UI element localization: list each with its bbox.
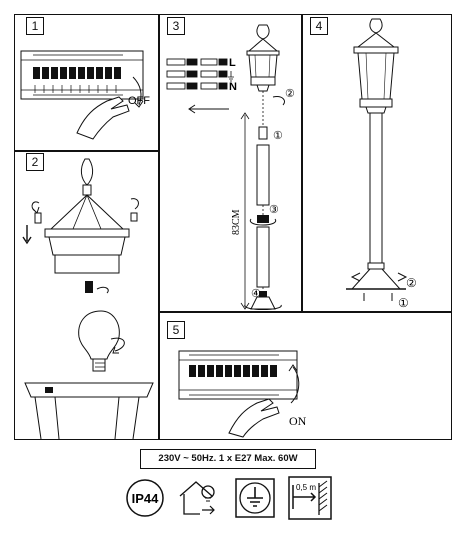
step-number: 3 (167, 17, 185, 35)
panel-step-1: 1 OFF (15, 15, 158, 150)
earth-ground-icon (235, 478, 275, 518)
step-number: 5 (167, 321, 185, 339)
divider-h1 (15, 150, 158, 152)
divider-v1 (158, 15, 160, 439)
panel-step-5: 5 ON (159, 313, 451, 439)
off-label: OFF (128, 95, 150, 107)
callout-2: ② (406, 276, 417, 290)
step-number: 2 (26, 153, 44, 171)
step-number: 1 (26, 17, 44, 35)
ip-rating-text: IP44 (132, 491, 160, 506)
min-distance-text: 0,5 m (296, 483, 316, 492)
step-number: 4 (310, 17, 328, 35)
panel-step-2: 2 (15, 151, 158, 440)
indoor-outdoor-lamp-icon (179, 481, 215, 515)
callout-1: ① (398, 296, 409, 310)
min-distance-icon: 0,5 m (288, 476, 332, 520)
ip44-icon: IP44 (126, 479, 164, 517)
post-wiring-assembly-illustration: L N ② ① ③ ④ (166, 24, 295, 310)
panel-step-4: 4 ② ① (302, 15, 451, 311)
height-label: 83CM (231, 209, 242, 235)
on-label: ON (289, 414, 307, 428)
wire-label-n: N (229, 81, 237, 93)
callout-4: ④ (251, 288, 261, 300)
wire-label-l: L (229, 57, 236, 69)
callout-1: ① (273, 130, 283, 142)
callout-2: ② (285, 88, 295, 100)
breaker-switch-off-illustration: OFF (20, 50, 150, 140)
divider-h2 (158, 311, 451, 313)
breaker-switch-on-illustration: ON (178, 350, 307, 438)
divider-v2 (301, 15, 303, 312)
panel-step-3: 3 L N ② ① (159, 15, 301, 311)
assembled-lamp-post-illustration: ② ① (346, 18, 417, 310)
callout-3: ③ (269, 204, 279, 216)
lantern-head-disassembly-illustration (22, 158, 154, 440)
electrical-spec-label: 230V ~ 50Hz. 1 x E27 Max. 60W (140, 449, 316, 469)
instruction-sheet: 1 OFF 2 (14, 14, 452, 440)
